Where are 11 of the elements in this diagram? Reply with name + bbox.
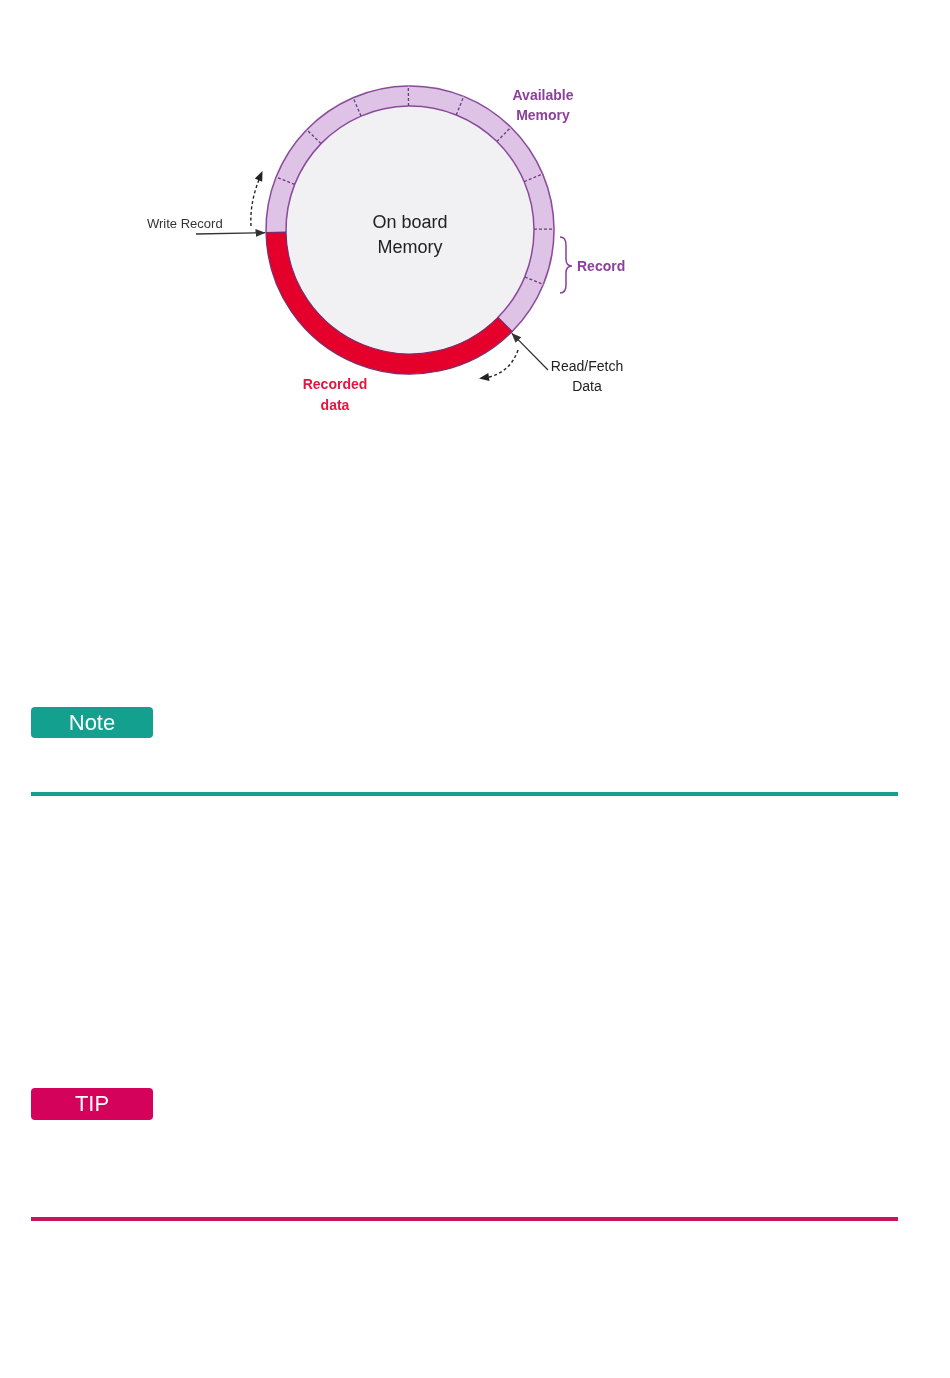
arrow (195, 228, 267, 237)
region-label: Recorded data (301, 375, 369, 415)
note-badge: Note (31, 707, 153, 738)
callout-text: Write Record (147, 215, 223, 232)
recorded-data-arc (265, 231, 513, 375)
arrow (510, 332, 549, 371)
callout-text: Read/Fetch Data (548, 356, 626, 396)
bracket-label: Record (577, 257, 626, 276)
tip-badge: TIP (31, 1088, 153, 1120)
region-label: Available Memory (511, 86, 575, 125)
circle-label: On board Memory (371, 211, 449, 259)
